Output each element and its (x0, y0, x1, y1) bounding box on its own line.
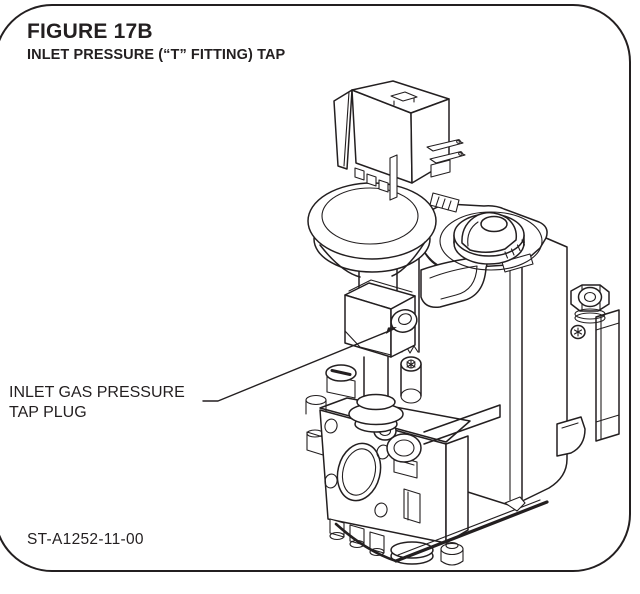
regulator-cap (307, 182, 437, 278)
terminal-spades (426, 139, 466, 178)
leader-line (202, 327, 397, 402)
manifold-block (305, 394, 549, 566)
pilot-outlet (440, 541, 464, 566)
outlet-fittings (556, 284, 620, 457)
body-collar (420, 256, 488, 309)
hex-nut (570, 284, 610, 312)
callout-line1: INLET GAS PRESSURE (9, 384, 185, 401)
side-rail (595, 309, 620, 442)
inlet-pipe (348, 356, 404, 433)
torx-screw-right (570, 324, 586, 340)
mounting-teeth (354, 154, 398, 201)
figure-border-frame (0, 4, 631, 572)
figure-title: FIGURE 17B (27, 20, 153, 43)
knob-serrations (504, 239, 526, 259)
base-edge (394, 500, 549, 563)
vent-slots (429, 192, 460, 213)
callout-label: INLET GAS PRESSURE TAP PLUG (9, 383, 185, 422)
tap-plug-marker (390, 309, 418, 333)
mid-body-details (325, 345, 501, 463)
slotted-screw (325, 364, 357, 399)
gas-control-knob (439, 211, 543, 271)
leader-arrowhead (386, 327, 397, 334)
drawing-code: ST-A1252-11-00 (27, 531, 144, 548)
torx-screw-mid (400, 345, 422, 404)
solenoid-operator (333, 80, 466, 201)
callout-line2: TAP PLUG (9, 403, 87, 421)
figure-subtitle: INLET PRESSURE (“T” FITTING) TAP (27, 47, 286, 63)
inlet-port (336, 442, 382, 502)
t-fitting (344, 257, 418, 358)
